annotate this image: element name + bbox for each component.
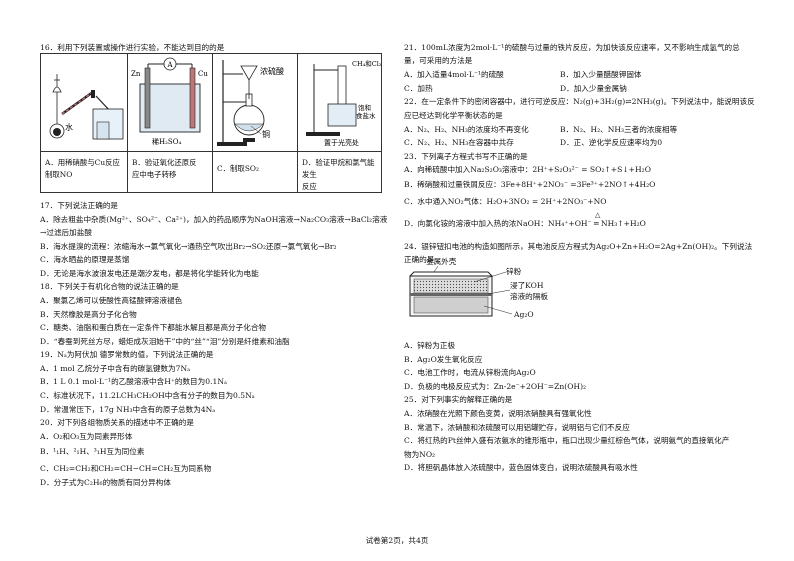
q18-line: B．天然橡胶是高分子化合物 bbox=[40, 310, 137, 319]
q24-label-metal-shell: 金属外壳 bbox=[426, 257, 457, 266]
q20-line: D．分子式为C₂H₆的物质有同分异构体 bbox=[40, 478, 171, 487]
q24-label-ag2o: Ag₂O bbox=[514, 310, 534, 319]
q19-line: D．常温常压下，17g NH₃中含有的原子总数为4Nₐ bbox=[40, 405, 216, 414]
q23-option: A．向稀硫酸中加入Na₂S₂O₃溶液中：2H⁺+S₂O₃²⁻ = SO₂↑+S↓… bbox=[404, 165, 651, 174]
q17-stem: 17．下列说法正确的是 bbox=[40, 201, 119, 210]
q24-option: C．电池工作时，电流从锌粉流向Ag₂O bbox=[404, 368, 536, 377]
q22-option: C．N₂、H₂、NH₃在容器中共存 bbox=[404, 138, 514, 147]
q18-line: A．聚氯乙烯可以使酸性高锰酸钾溶液褪色 bbox=[40, 296, 183, 305]
q20-stem: 20．对下列各组物质关系的描述中不正确的是 bbox=[40, 418, 194, 427]
q20-line: A．O₂和O₃互为同素异形体 bbox=[40, 432, 133, 441]
q24-option: A．锌粉为正极 bbox=[404, 341, 456, 350]
q16-figure-a: 水 bbox=[49, 74, 124, 140]
q16-figure-b: A Zn Cu 稀H₂SO₄ bbox=[131, 57, 208, 146]
h2so4-label: 稀H₂SO₄ bbox=[152, 137, 181, 146]
q17-line: →过滤后加盐酸 bbox=[40, 228, 92, 237]
q22-stem-cont: 应已经达到化学平衡状态的是 bbox=[404, 111, 503, 120]
q24-option: D．负极的电极反应式为：Zn-2e⁻+2OH⁻=Zn(OH)₂ bbox=[404, 382, 587, 391]
q18-line: C．糖类、油脂和蛋白质在一定条件下都能水解且都是高分子化合物 bbox=[40, 323, 267, 332]
saturated-salt-label-2: 食盐水 bbox=[356, 111, 376, 120]
q24-label-separator: 溶液的隔板 bbox=[510, 292, 548, 301]
q25-option: D．将胆矾晶体放入浓硫酸中，蓝色固体变白，说明浓硫酸具有吸水性 bbox=[404, 463, 638, 472]
q18-line: D．“春蚕到死丝方尽，蜡炬成灰泪始干”中的“丝”“泪”分别是纤维素和油脂 bbox=[40, 337, 290, 346]
water-label: 水 bbox=[65, 122, 73, 132]
q24-stem-cont: 正确的是 bbox=[404, 255, 435, 264]
q24-battery-figure bbox=[409, 265, 513, 317]
q24-option: B．Ag₂O发生氧化反应 bbox=[404, 355, 483, 364]
q19-line: B．1 L 0.1 mol·L⁻¹的乙酸溶液中含H⁺的数目为0.1Nₐ bbox=[40, 377, 227, 386]
q16-figure-d: CH₄和Cl₂ 饱和 食盐水 置于光亮处 bbox=[306, 59, 382, 147]
q23-option: B．稀硝酸和过量铁屑反应：3Fe+8H⁺+2NO₃⁻ =3Fe³⁺+2NO↑+4… bbox=[404, 180, 656, 189]
q24-label-koh: 浸了KOH bbox=[510, 281, 544, 290]
q21-stem-cont: 量，可采用的方法是 bbox=[404, 56, 473, 65]
q16-apparatus-table: 水 A Zn Cu 稀H₂SO₄ 浓硫酸 铜 bbox=[40, 53, 382, 193]
q17-line: D．无论是海水波浪发电还是潮汐发电，都是将化学能转化为电能 bbox=[40, 269, 259, 278]
q16-option-c: C．制取SO₂ bbox=[217, 164, 259, 173]
q23-option: D．向氯化铵的溶液中加入热的浓NaOH：NH₄⁺+OH⁻ ═ NH₃↑+H₂O bbox=[404, 219, 646, 228]
q16-stem: 16．利用下列装置或操作进行实验，不能达到目的的是 bbox=[40, 43, 225, 52]
q22-option: B．N₂、H₂、NH₃三者的浓度相等 bbox=[560, 125, 678, 134]
q16-option-a: A．用稀硝酸与Cu反应制取NO bbox=[45, 158, 120, 179]
q19-stem: 19．Nₐ为阿伏加 德罗常数的值，下列说法正确的是 bbox=[40, 350, 214, 359]
q17-line: B．海水提溴的流程：浓缩海水→氯气氧化→通热空气吹出Br₂→SO₂还原→氯气氧化… bbox=[40, 242, 337, 251]
q23-stem: 23．下列离子方程式书写不正确的是 bbox=[404, 152, 528, 161]
q24-stem: 24．银锌钮扣电池的构造如图所示，其电池反应方程式为Ag₂O+Zn+H₂O=2A… bbox=[404, 242, 753, 251]
q17-line: A．除去粗盐中杂质(Mg²⁺、SO₄²⁻、Ca²⁺)，加入的药品顺序为NaOH溶… bbox=[40, 215, 388, 224]
ch4cl2-label: CH₄和Cl₂ bbox=[352, 59, 382, 68]
cu-label: Cu bbox=[198, 70, 208, 78]
q16-option-b: B．验证氧化还原反应中电子转移 bbox=[132, 158, 197, 179]
q25-option: A．浓硝酸在光照下颜色变黄，说明浓硝酸具有强氧化性 bbox=[404, 409, 592, 418]
q16-option-d: D．验证甲烷和氯气能发生反应 bbox=[302, 158, 375, 191]
q25-option: 物为NO₂ bbox=[404, 450, 436, 459]
q21-stem: 21．100mL浓度为2mol·L⁻¹的硫酸与过量的铁片反应，为加快该反应速率，… bbox=[404, 43, 740, 52]
q25-option: B．常温下，浓硝酸和浓硫酸可以用铝罐贮存，说明铝与它们不反应 bbox=[404, 423, 630, 432]
q23-option: C．水中通入NO₂气体：H₂O+3NO₂ = 2H⁺+2NO₃⁻+NO bbox=[404, 197, 607, 206]
q24-label-zinc-powder: 锌粉 bbox=[506, 267, 522, 276]
light-label: 置于光亮处 bbox=[324, 138, 359, 147]
ammeter-label: A bbox=[167, 61, 174, 69]
q19-line: C．标准状况下，11.2LCH₃CH₂OH中含有分子的数目为0.5Nₐ bbox=[40, 391, 255, 400]
q16-figure-c: 浓硫酸 铜 bbox=[217, 60, 284, 146]
q23-heat-symbol: △ bbox=[595, 211, 601, 219]
q22-option: A．N₂、H₂、NH₃的浓度均不再变化 bbox=[404, 125, 529, 134]
page-footer: 试卷第2页，共4页 bbox=[365, 536, 429, 545]
zn-label: Zn bbox=[131, 70, 141, 78]
q25-option: C．将红热的Pt丝伸入盛有浓氨水的锥形瓶中，瓶口出现少量红棕色气体，说明氨气的直… bbox=[404, 436, 730, 445]
q18-stem: 18．下列关于有机化合物的说法正确的是 bbox=[40, 282, 179, 291]
copper-label: 铜 bbox=[262, 129, 270, 139]
q21-option: C．加热 bbox=[404, 84, 433, 93]
q25-stem: 25．对下列事实的解释正确的是 bbox=[404, 395, 513, 404]
conc-h2so4-label: 浓硫酸 bbox=[260, 66, 284, 76]
q21-option: D．加入少量金属钠 bbox=[560, 84, 627, 93]
q22-option: D．正、逆化学反应速率均为0 bbox=[560, 138, 663, 147]
saturated-salt-label: 饱和 bbox=[358, 103, 371, 112]
q20-line: B．¹₁H、²₁H、³₁H互为同位素 bbox=[40, 447, 145, 456]
q17-line: C．海水晒盐的原理是蒸馏 bbox=[40, 255, 130, 264]
q21-option: B．加入少量醋酸钾固体 bbox=[560, 70, 642, 79]
q22-stem: 22．在一定条件下的密闭容器中，进行可逆反应：N₂(g)+3H₂(g)⇌2NH₃… bbox=[404, 97, 755, 106]
q21-option: A．加入适量4mol·L⁻¹的硫酸 bbox=[404, 70, 504, 79]
q20-line: C．CH₂=CH₂和CH₂=CH−CH=CH₂互为同系物 bbox=[40, 464, 212, 473]
q19-line: A．1 mol 乙烷分子中含有的碳氢键数为7Nₐ bbox=[40, 364, 191, 373]
